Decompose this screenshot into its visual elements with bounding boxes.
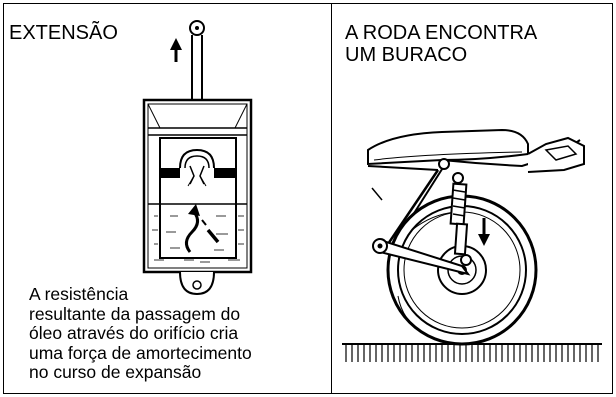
extension-title: EXTENSÃO	[9, 22, 118, 44]
motorcycle-seat	[367, 128, 529, 166]
outer-cylinder	[142, 98, 253, 274]
bottom-eyelet	[179, 271, 215, 296]
caption-line: no curso de expansão	[29, 362, 202, 382]
piston	[160, 148, 236, 187]
rear-fender	[441, 136, 585, 173]
caption-line: A resistência	[29, 284, 129, 304]
oil-fill	[148, 203, 247, 263]
extension-caption: A resistência resultante da passagem do …	[29, 284, 252, 383]
extension-panel: EXTENSÃO	[4, 4, 331, 393]
frame	[367, 158, 450, 249]
ground-hatching	[345, 345, 599, 362]
caption-line: óleo através do orifício cria	[29, 323, 239, 343]
caption-line: uma força de amortecimento	[29, 342, 252, 363]
swingarm	[372, 238, 471, 276]
inner-tube	[159, 137, 237, 259]
rear-shock-absorber	[449, 172, 472, 266]
panel-divider	[331, 3, 332, 394]
downward-motion-arrow	[478, 218, 490, 246]
upward-motion-arrow	[170, 38, 182, 62]
title-line: UM BURACO	[345, 44, 468, 66]
motorcycle-rear-illustration	[342, 128, 602, 362]
pothole-title: A RODA ENCONTRA UM BURACO	[345, 22, 537, 66]
oil-flow-arrows	[185, 204, 220, 253]
top-eyelet	[189, 20, 205, 36]
pothole-panel: A RODA ENCONTRA UM BURACO	[332, 4, 612, 393]
figure-frame	[3, 3, 613, 394]
shock-absorber-illustration	[142, 20, 253, 296]
title-line: A RODA ENCONTRA	[345, 22, 538, 44]
caption-line: resultante da passagem do	[29, 303, 241, 324]
